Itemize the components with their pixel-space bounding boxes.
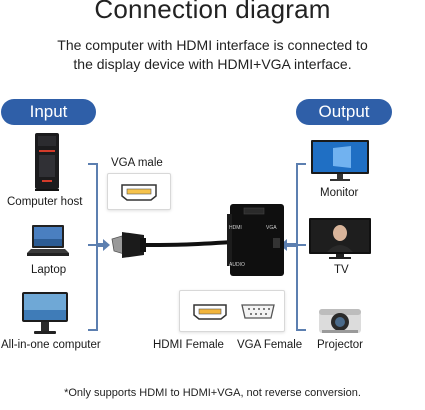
projector-icon: [319, 309, 361, 333]
diagram-subtitle: The computer with HDMI interface is conn…: [0, 36, 425, 74]
hdmi-female-port-icon: [193, 304, 227, 320]
input-laptop-label: Laptop: [31, 264, 67, 276]
laptop-icon: [27, 225, 69, 256]
input-bracket-tick-top: [88, 163, 98, 165]
adapter-audio-port-label: AUDIO: [229, 262, 245, 268]
output-projector-label: Projector: [317, 339, 364, 351]
vga-male-label: VGA male: [111, 157, 163, 169]
hdmi-female-label: HDMI Female: [153, 339, 224, 351]
input-header: Input: [1, 99, 96, 125]
vga-female-port-icon: [241, 304, 275, 319]
monitor-icon: [311, 140, 369, 181]
tv-icon: [309, 218, 371, 259]
input-arrow-icon: [96, 239, 110, 251]
all-in-one-computer-icon: [22, 292, 68, 334]
hdmi-cable-icon: [111, 232, 233, 258]
adapter-hdmi-port-label: HDMI: [229, 225, 242, 231]
output-header: Output: [296, 99, 392, 125]
diagram-title: Connection diagram: [94, 0, 331, 24]
output-monitor-label: Monitor: [320, 187, 359, 199]
input-bracket-tick-mid: [88, 244, 98, 246]
hdmi-male-port-icon: [121, 184, 157, 201]
input-computer-host-label: Computer host: [7, 196, 83, 208]
female-ports-box: [179, 290, 285, 332]
footnote: *Only supports HDMI to HDMI+VGA, not rev…: [64, 387, 361, 399]
output-bracket-tick-bottom: [296, 329, 306, 331]
output-tv-label: TV: [334, 264, 349, 276]
male-connector-box: [107, 173, 171, 210]
output-bracket: [296, 163, 298, 330]
output-bracket-tick-top: [296, 163, 306, 165]
input-bracket-tick-bottom: [88, 329, 98, 331]
computer-host-icon: [35, 133, 59, 191]
subtitle-line-2: the display device with HDMI+VGA interfa…: [73, 56, 352, 72]
subtitle-line-1: The computer with HDMI interface is conn…: [57, 37, 368, 53]
input-all-in-one-label: All-in-one computer: [1, 339, 101, 351]
output-bracket-tick-mid: [296, 244, 306, 246]
vga-female-label: VGA Female: [237, 339, 303, 351]
female-ports-svg: [193, 304, 275, 320]
hdmi-vga-adapter-icon: [227, 204, 284, 276]
adapter-vga-port-label: VGA: [266, 225, 277, 231]
